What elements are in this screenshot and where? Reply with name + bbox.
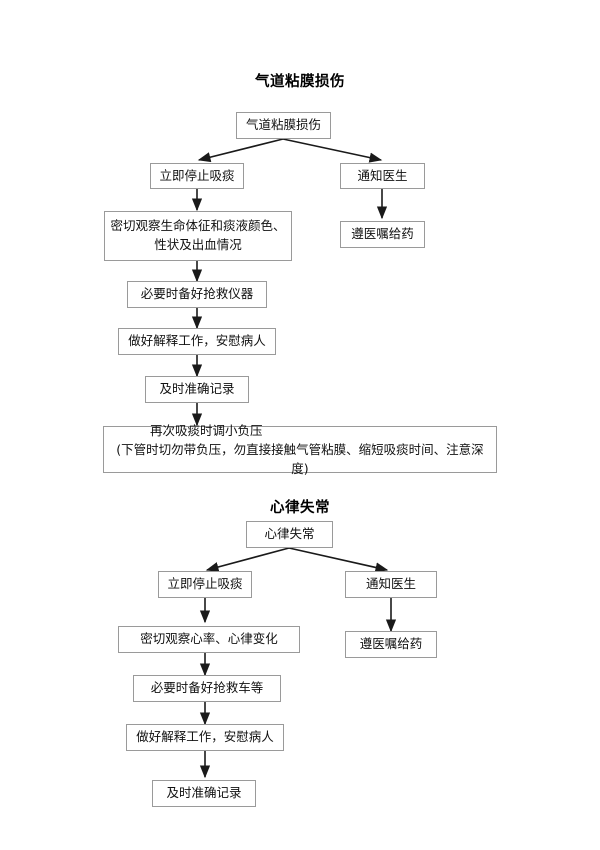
connector-s1-split-left bbox=[197, 138, 284, 163]
section-title-airway-mucosa-injury: 气道粘膜损伤 bbox=[255, 74, 345, 90]
node-s1-footer-line2: (下管时切勿带负压，勿直接接触气管粘膜、缩短吸痰时间、注意深度) bbox=[116, 442, 484, 476]
node-s1-left-observe: 密切观察生命体征和痰液颜色、 性状及出血情况 bbox=[104, 211, 292, 261]
node-s2-left-observe-rhythm: 密切观察心率、心律变化 bbox=[118, 626, 300, 653]
node-s2-right-notify-doctor: 通知医生 bbox=[345, 571, 437, 598]
node-s2-left-record: 及时准确记录 bbox=[152, 780, 256, 807]
node-s1-footer-line1: 再次吸痰时调小负压 bbox=[150, 423, 263, 439]
node-s1-right-notify-doctor: 通知医生 bbox=[340, 163, 425, 189]
node-s1-right-medication: 遵医嘱给药 bbox=[340, 221, 425, 248]
node-s1-start: 气道粘膜损伤 bbox=[236, 112, 331, 139]
node-s1-left-stop-suction: 立即停止吸痰 bbox=[150, 163, 244, 189]
node-s2-right-medication: 遵医嘱给药 bbox=[345, 631, 437, 658]
node-s1-left-explain-comfort: 做好解释工作，安慰病人 bbox=[118, 328, 276, 355]
section-title-arrhythmia: 心律失常 bbox=[270, 500, 330, 516]
node-s2-left-stop-suction: 立即停止吸痰 bbox=[158, 571, 252, 598]
connector-s2-split-left bbox=[205, 547, 290, 572]
connector-s1-split-right bbox=[282, 138, 383, 163]
node-s1-left-observe-line2: 性状及出血情况 bbox=[154, 237, 242, 252]
node-s1-left-prepare-equipment: 必要时备好抢救仪器 bbox=[127, 281, 267, 308]
node-s1-left-record: 及时准确记录 bbox=[145, 376, 249, 403]
node-s2-left-explain-comfort: 做好解释工作，安慰病人 bbox=[126, 724, 284, 751]
node-s2-left-prepare-cart: 必要时备好抢救车等 bbox=[133, 675, 281, 702]
connector-s2-split-right bbox=[288, 547, 389, 573]
node-s1-left-observe-line1: 密切观察生命体征和痰液颜色、 bbox=[110, 218, 286, 234]
node-s1-footer-negative-pressure: 再次吸痰时调小负压 (下管时切勿带负压，勿直接接触气管粘膜、缩短吸痰时间、注意深… bbox=[103, 423, 497, 476]
node-s2-start: 心律失常 bbox=[246, 521, 333, 548]
